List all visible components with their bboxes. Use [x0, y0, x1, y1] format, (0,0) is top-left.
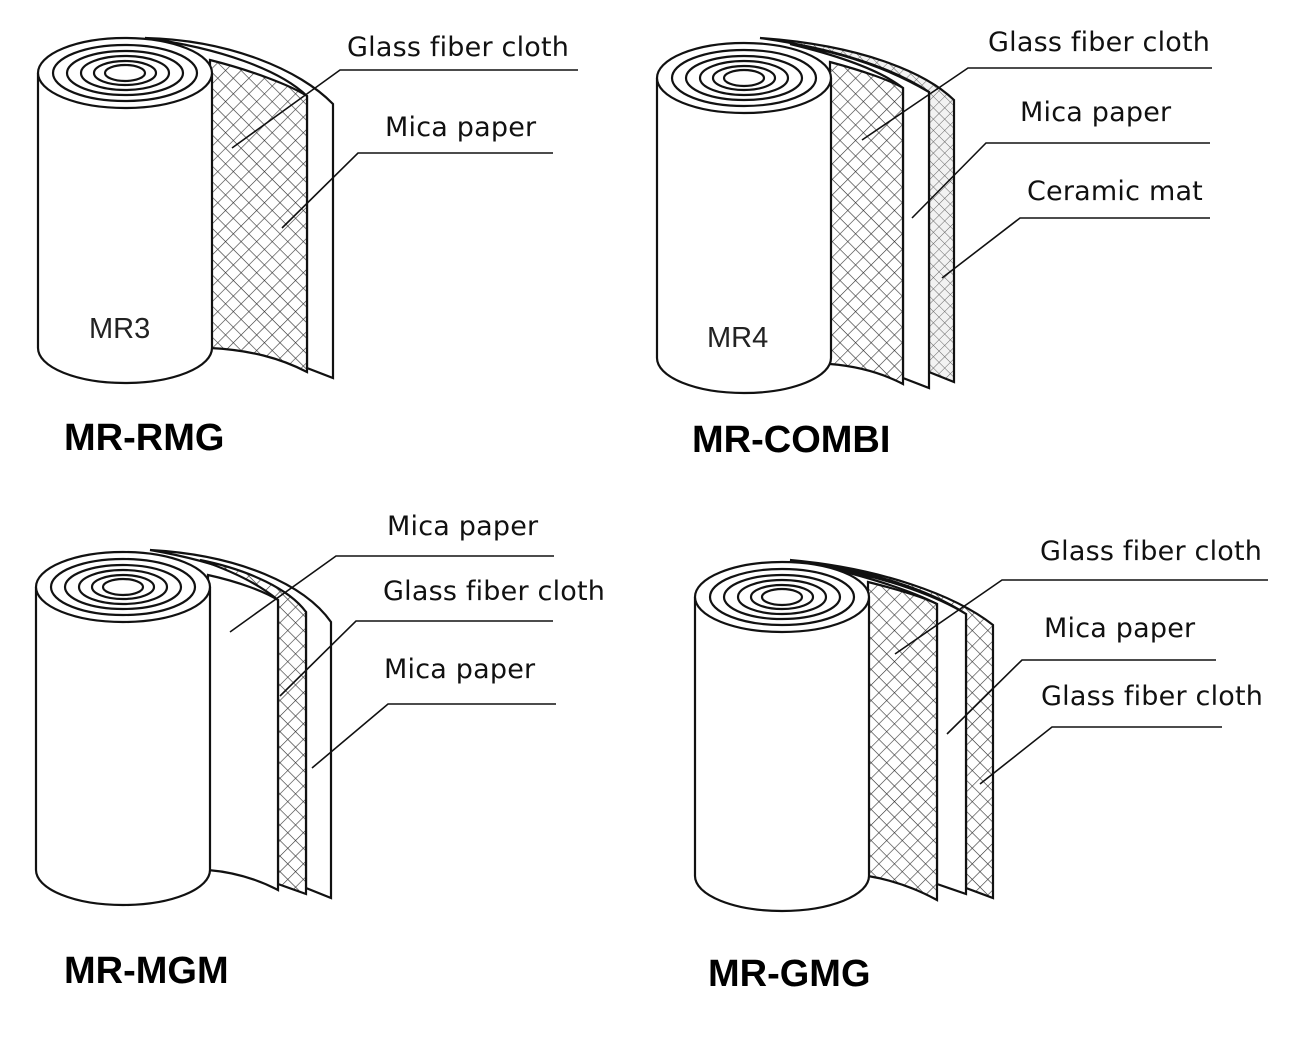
leader-glass-fiber-cloth	[279, 620, 553, 697]
leader-glass-fiber-cloth-1	[894, 579, 1268, 655]
roll-top	[655, 41, 833, 115]
label-glass-fiber-cloth: Glass fiber cloth	[383, 576, 606, 607]
roll-top	[693, 560, 871, 634]
diagram-title: MR-COMBI	[692, 419, 891, 461]
diagram-title: MR-MGM	[64, 950, 229, 992]
label-glass-fiber-cloth: Glass fiber cloth	[1041, 681, 1264, 712]
roll-body	[693, 597, 871, 913]
leader-mica-paper-2	[311, 703, 556, 769]
leader-glass-fiber-cloth-2	[979, 726, 1222, 785]
label-mica-paper: Mica paper	[384, 654, 536, 685]
roll-top	[36, 36, 214, 110]
label-glass-fiber-cloth: Glass fiber cloth	[347, 32, 570, 63]
leader-mica-paper	[911, 142, 1210, 219]
roll-body	[655, 78, 833, 395]
mica-paper-sheet	[789, 42, 931, 390]
glass-fiber-cloth-sheet-back	[789, 558, 995, 900]
leader-glass-fiber-cloth	[861, 67, 1212, 141]
roll-body	[34, 587, 212, 907]
roll-tag: MR3	[89, 313, 151, 345]
mica-paper-sheet	[144, 36, 335, 380]
roll-body	[36, 73, 214, 385]
diagram-mr-mgm	[34, 548, 556, 907]
leader-mica-paper-1	[229, 555, 554, 633]
glass-fiber-cloth-sheet	[828, 60, 905, 386]
label-glass-fiber-cloth: Glass fiber cloth	[988, 27, 1211, 58]
roll-tag: MR4	[707, 322, 769, 354]
mica-paper-sheet-front	[206, 573, 280, 892]
label-ceramic-mat: Ceramic mat	[1027, 176, 1203, 207]
leader-glass-fiber-cloth	[231, 69, 578, 149]
diagram-mr-combi	[655, 36, 1212, 395]
diagram-title: MR-RMG	[64, 417, 225, 459]
mica-paper-sheet	[829, 566, 968, 896]
leader-ceramic-mat	[941, 217, 1210, 279]
leader-mica-paper	[946, 659, 1216, 735]
glass-fiber-cloth-sheet	[199, 558, 308, 896]
leader-mica-paper	[281, 152, 553, 229]
label-mica-paper: Mica paper	[385, 112, 537, 143]
label-mica-paper: Mica paper	[1020, 97, 1172, 128]
diagram-mr-rmg	[36, 36, 578, 385]
label-mica-paper: Mica paper	[387, 511, 539, 542]
glass-fiber-cloth-sheet-front	[866, 580, 939, 902]
label-glass-fiber-cloth: Glass fiber cloth	[1040, 536, 1263, 567]
diagram-title: MR-GMG	[708, 953, 871, 995]
roll-top	[34, 550, 212, 624]
glass-fiber-cloth-sheet	[208, 58, 309, 374]
diagram-mr-gmg	[693, 558, 1268, 913]
label-mica-paper: Mica paper	[1044, 613, 1196, 644]
